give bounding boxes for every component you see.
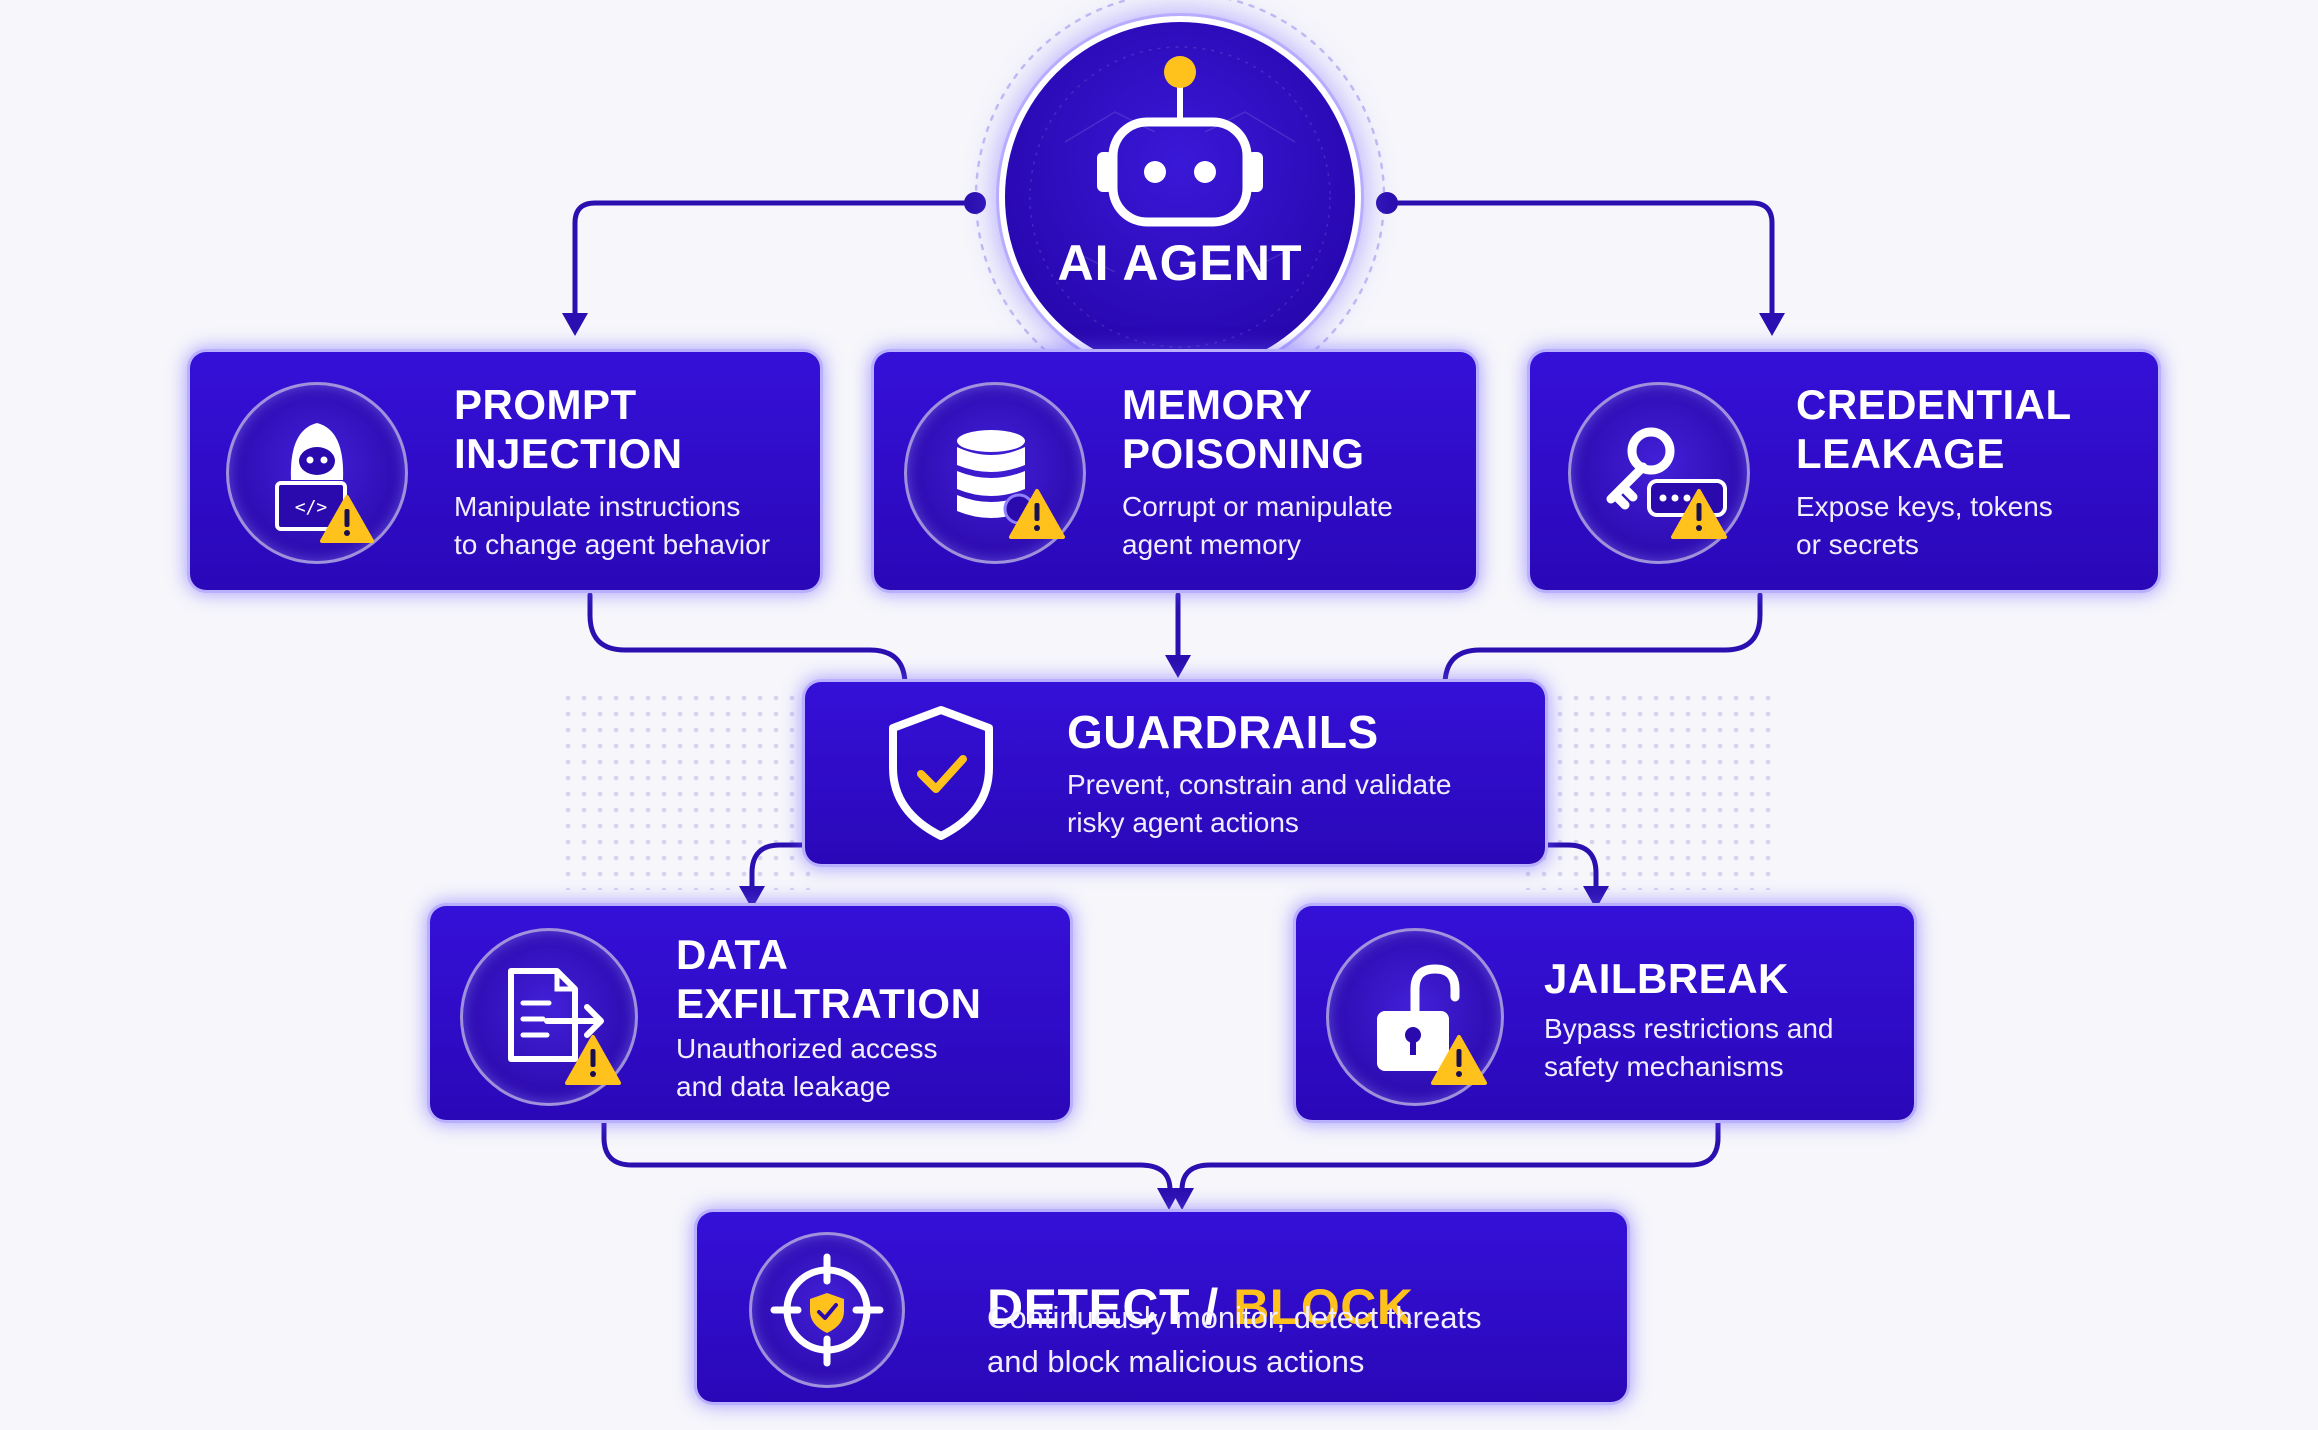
connector-guardrails-exfil bbox=[749, 842, 808, 891]
card-description: Bypass restrictions and safety mechanism… bbox=[1544, 1013, 1834, 1082]
arrowhead-guardrails-center bbox=[1165, 655, 1191, 678]
connector-jailbreak-detect bbox=[1179, 1120, 1721, 1193]
card-detect-block: DETECT / BLOCK Continuously monitor, det… bbox=[697, 1212, 1627, 1402]
guardrails-title: GUARDRAILS bbox=[1067, 706, 1379, 758]
robot-icon bbox=[1029, 46, 1331, 348]
agent-label: AI AGENT bbox=[1057, 235, 1303, 291]
connector-credential-guardrails bbox=[1442, 592, 1763, 688]
svg-text:</>: </> bbox=[295, 497, 328, 518]
shield-check-icon bbox=[881, 704, 1001, 844]
card-title: JAILBREAK bbox=[1544, 955, 1789, 1002]
detect-title: DETECT / BLOCK bbox=[987, 1234, 1413, 1332]
connector-exfil-detect bbox=[601, 1120, 1173, 1193]
card-title: PROMPT INJECTION bbox=[454, 381, 683, 477]
connector-dot-left bbox=[964, 192, 986, 214]
card-data-exfiltration: DATA EXFILTRATION Unauthorized access an… bbox=[430, 906, 1070, 1120]
connector-guardrails-jailbreak bbox=[1542, 842, 1599, 891]
key-icon bbox=[1568, 382, 1750, 564]
card-title: DATA EXFILTRATION bbox=[676, 931, 982, 1027]
arrowhead-detect-right bbox=[1170, 1188, 1194, 1210]
card-description: Corrupt or manipulate agent memory bbox=[1122, 491, 1393, 560]
connector-prompt-guardrails bbox=[587, 592, 908, 688]
card-memory-poisoning: MEMORY POISONING Corrupt or manipulate a… bbox=[874, 352, 1476, 590]
card-jailbreak: JAILBREAK Bypass restrictions and safety… bbox=[1296, 906, 1914, 1120]
file-export-icon bbox=[460, 928, 638, 1106]
card-description: Unauthorized access and data leakage bbox=[676, 1033, 938, 1102]
detect-title-part2: BLOCK bbox=[1233, 1279, 1414, 1335]
connector-dot-right bbox=[1376, 192, 1398, 214]
database-icon bbox=[904, 382, 1086, 564]
unlocked-padlock-icon bbox=[1326, 928, 1504, 1106]
card-prompt-injection: </> PROMPT INJECTION Manipulate instruct… bbox=[190, 352, 820, 590]
ai-agent-node: AI AGENT bbox=[1005, 22, 1355, 372]
detect-title-part1: DETECT / bbox=[987, 1279, 1234, 1335]
arrowhead-credential bbox=[1759, 313, 1785, 336]
card-title: MEMORY POISONING bbox=[1122, 381, 1365, 477]
connector-agent-credential bbox=[1384, 200, 1775, 318]
card-credential-leakage: CREDENTIAL LEAKAGE Expose keys, tokens o… bbox=[1530, 352, 2158, 590]
arrowhead-prompt bbox=[562, 313, 588, 336]
dot-pattern-left bbox=[560, 690, 820, 890]
card-description: Expose keys, tokens or secrets bbox=[1796, 491, 2053, 560]
connector-agent-prompt bbox=[572, 200, 978, 318]
card-description: Manipulate instructions to change agent … bbox=[454, 491, 771, 560]
target-shield-icon bbox=[749, 1232, 905, 1388]
guardrails-description: Prevent, constrain and validate risky ag… bbox=[1067, 769, 1452, 838]
arrowhead-exfil bbox=[739, 886, 765, 909]
arrowhead-jailbreak bbox=[1583, 886, 1609, 909]
detect-description: Continuously monitor, detect threats and… bbox=[987, 1300, 1482, 1379]
card-guardrails: GUARDRAILS Prevent, constrain and valida… bbox=[805, 682, 1545, 864]
dot-pattern-right bbox=[1520, 690, 1780, 890]
card-title: CREDENTIAL LEAKAGE bbox=[1796, 381, 2072, 477]
hacker-icon: </> bbox=[226, 382, 408, 564]
